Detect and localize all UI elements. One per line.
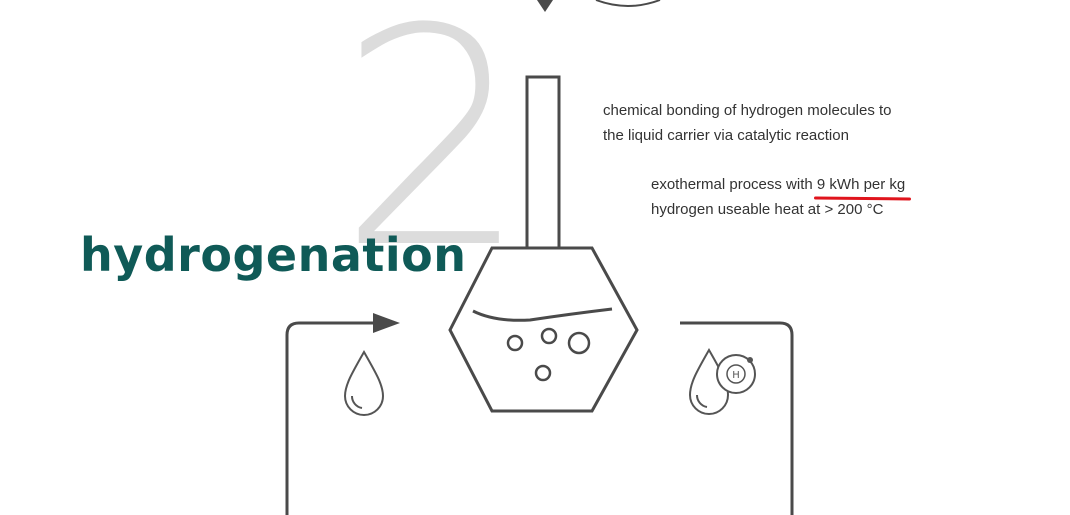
description-line-1: chemical bonding of hydrogen molecules t… xyxy=(603,102,892,119)
reactor-stem xyxy=(525,75,561,251)
arrow-down-icon xyxy=(537,0,553,12)
details-line-1: exothermal process with 9 kWh per kg xyxy=(651,172,905,197)
bubble-icon xyxy=(534,364,552,382)
liquid-surface-line xyxy=(472,307,613,322)
liquid-drop-icon xyxy=(343,349,385,416)
step-number: 2 xyxy=(338,0,529,314)
details-prefix: exothermal process with xyxy=(651,176,817,193)
details-text: exothermal process with 9 kWh per kg hyd… xyxy=(651,172,905,222)
page-title: hydrogenation xyxy=(80,228,467,282)
inflow-line xyxy=(285,321,385,515)
arrow-right-icon xyxy=(373,313,400,333)
bubble-icon xyxy=(540,327,558,345)
bubble-icon xyxy=(567,331,591,355)
description-text: chemical bonding of hydrogen molecules t… xyxy=(603,98,892,148)
details-line-2: hydrogen useable heat at > 200 °C xyxy=(651,201,884,218)
bubble-icon xyxy=(506,334,524,352)
hydrogen-badge-label: H xyxy=(732,370,740,381)
reactor-hexagon-icon xyxy=(448,246,639,413)
top-circle-icon xyxy=(595,0,661,7)
energy-highlight: 9 kWh per kg xyxy=(817,172,905,197)
description-line-2: the liquid carrier via catalytic reactio… xyxy=(603,127,849,144)
outflow-line xyxy=(680,321,794,515)
hydrogen-drop-icon: H xyxy=(688,347,756,415)
